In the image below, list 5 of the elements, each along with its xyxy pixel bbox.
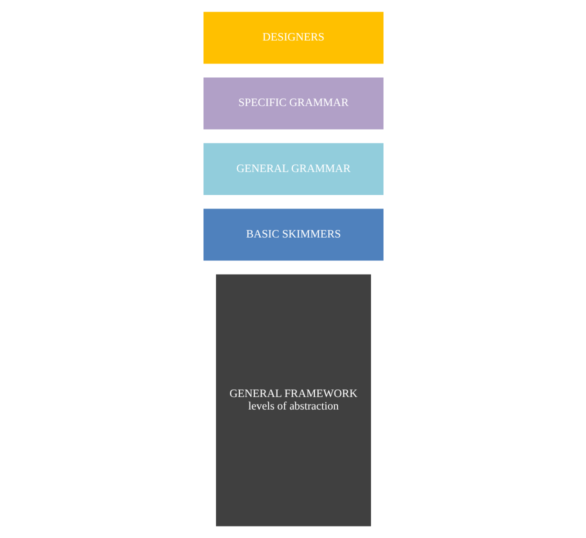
- node-box: BASIC SKIMMERS: [203, 208, 383, 261]
- node-box: GENERAL FRAMEWORK levels of abstraction: [216, 274, 370, 526]
- node-box: GENERAL GRAMMAR: [203, 143, 383, 195]
- node-box: DESIGNERS: [203, 12, 383, 64]
- node-box: SPECIFIC GRAMMAR: [203, 77, 383, 130]
